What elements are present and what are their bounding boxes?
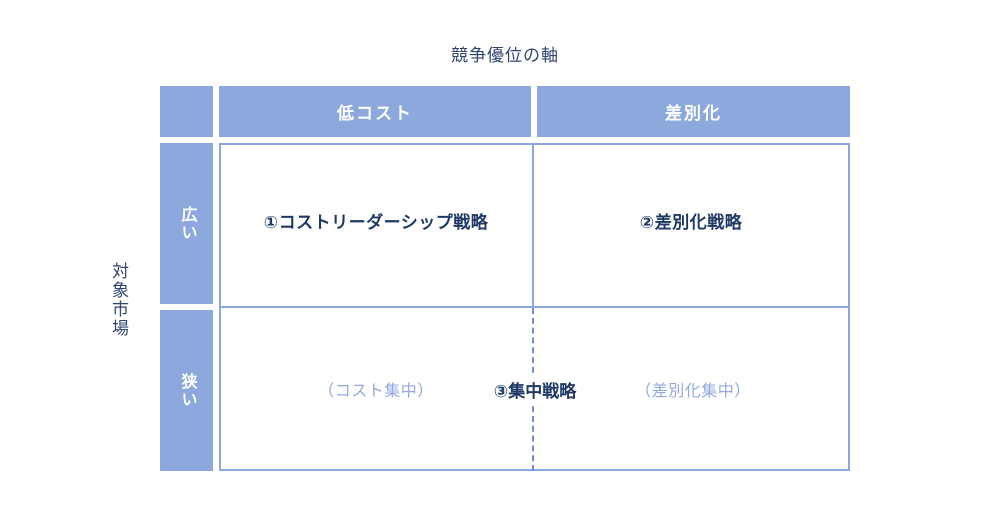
quadrant-differentiation-focus: （差別化集中） bbox=[635, 383, 751, 400]
column-header-differentiation: 差別化 bbox=[537, 86, 850, 137]
left-axis-title: 対象市場 bbox=[109, 262, 128, 338]
matrix-horizontal-divider bbox=[219, 306, 850, 308]
row-header-narrow: 狭い bbox=[160, 310, 213, 471]
header-corner-cell bbox=[160, 86, 213, 137]
top-axis-title: 競争優位の軸 bbox=[451, 46, 559, 65]
row-header-narrow-label: 狭い bbox=[178, 372, 196, 409]
row-header-broad-label: 広い bbox=[178, 205, 196, 242]
quadrant-cost-leadership: ①コストリーダーシップ戦略 bbox=[263, 212, 489, 232]
quadrant-cost-focus: （コスト集中） bbox=[318, 383, 434, 400]
matrix-vertical-divider bbox=[532, 143, 534, 308]
column-header-low-cost: 低コスト bbox=[219, 86, 531, 137]
quadrant-focus-strategy: ③集中戦略 bbox=[456, 375, 614, 403]
quadrant-differentiation: ②差別化戦略 bbox=[639, 212, 743, 232]
row-header-broad: 広い bbox=[160, 143, 213, 304]
